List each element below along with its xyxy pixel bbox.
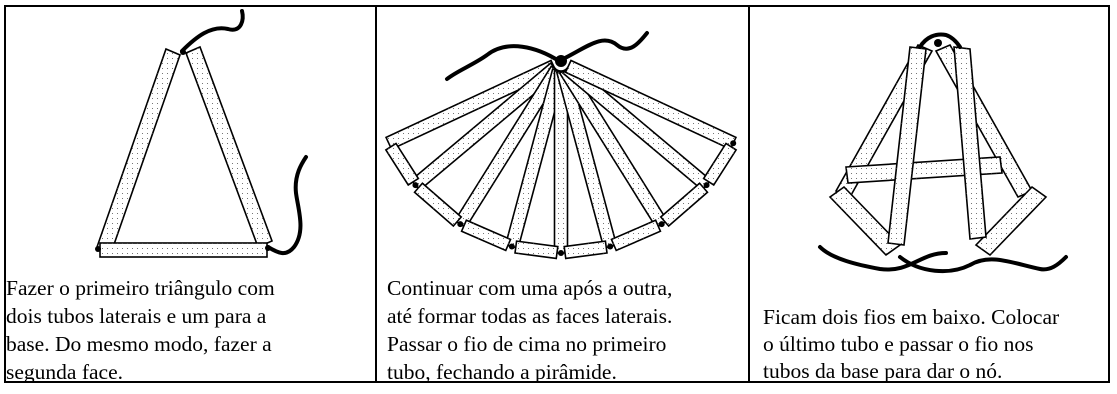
lateral-tube: [505, 69, 566, 249]
right-tube: [184, 45, 274, 249]
lateral-tube: [660, 183, 708, 227]
lateral-tube: [454, 66, 563, 228]
panel-2: Continuar com uma após a outra, até form…: [377, 7, 748, 381]
apex-wire: [918, 32, 962, 49]
caption-line: Passar o fio de cima no primeiro: [387, 332, 667, 356]
tube-knot: [457, 221, 464, 228]
lateral-tube: [562, 63, 711, 191]
bottom-left-wire: [818, 245, 948, 272]
pyramid-tubes: [828, 43, 1048, 257]
lateral-tube: [565, 60, 736, 150]
lateral-tube: [461, 220, 511, 251]
tube-knot: [558, 250, 564, 256]
bottom-right-wire: [898, 255, 1068, 274]
fan-illustration: [384, 31, 738, 260]
caption-line: Ficam dois fios em baixo. Colocar: [763, 305, 1060, 329]
caption-line: o último tubo e passar o fio nos: [763, 332, 1034, 356]
lateral-tube: [386, 60, 557, 150]
caption-line: segunda face.: [6, 360, 123, 381]
caption-line: tubos da base para dar o nó.: [763, 359, 1003, 381]
lateral-tube: [703, 143, 737, 185]
caption-line: tubo, fechando a pirâmide.: [387, 360, 617, 381]
column-divider: [748, 5, 750, 383]
caption-line: Continuar com uma após a outra,: [387, 276, 673, 300]
lateral-tube: [414, 183, 462, 227]
tube-knot: [730, 140, 737, 147]
base-tube: [99, 242, 268, 258]
triangle-illustration: [95, 9, 308, 258]
panel-3: Ficam dois fios em baixo. Colocar o últi…: [750, 7, 1110, 381]
lateral-tube: [611, 220, 661, 251]
lateral-tube: [556, 69, 617, 249]
lateral-tube: [564, 241, 607, 259]
caption-3: Ficam dois fios em baixo. Colocar o últi…: [763, 304, 1108, 381]
lateral-tube: [554, 71, 568, 253]
tube-knot: [658, 221, 665, 228]
tube-knot: [607, 243, 614, 250]
caption-line: Fazer o primeiro triângulo com: [6, 276, 275, 300]
caption-line: dois tubos laterais e um para a: [6, 304, 267, 328]
base-wire: [266, 155, 308, 255]
panel-1: Fazer o primeiro triângulo com dois tubo…: [6, 7, 375, 381]
tube-knot: [412, 182, 419, 189]
lateral-tube: [385, 143, 419, 185]
left-wire: [445, 44, 561, 81]
instruction-table: [4, 5, 1110, 383]
caption-line: base. Do mesmo modo, fazer a: [6, 332, 272, 356]
column-divider: [375, 5, 377, 383]
tube-knot: [508, 243, 515, 250]
left-tube: [95, 47, 182, 255]
caption-2: Continuar com uma após a outra, até form…: [387, 274, 744, 381]
lateral-tube: [411, 63, 560, 191]
caption-line: até formar todas as faces laterais.: [387, 304, 673, 328]
lateral-tubes: [384, 59, 738, 260]
top-wire: [180, 9, 245, 53]
tube-knot: [703, 182, 710, 189]
right-wire: [561, 31, 649, 61]
lateral-tube: [559, 66, 668, 228]
caption-1: Fazer o primeiro triângulo com dois tubo…: [6, 274, 370, 381]
pyramid-illustration: [818, 32, 1068, 274]
lateral-tube: [515, 241, 558, 259]
